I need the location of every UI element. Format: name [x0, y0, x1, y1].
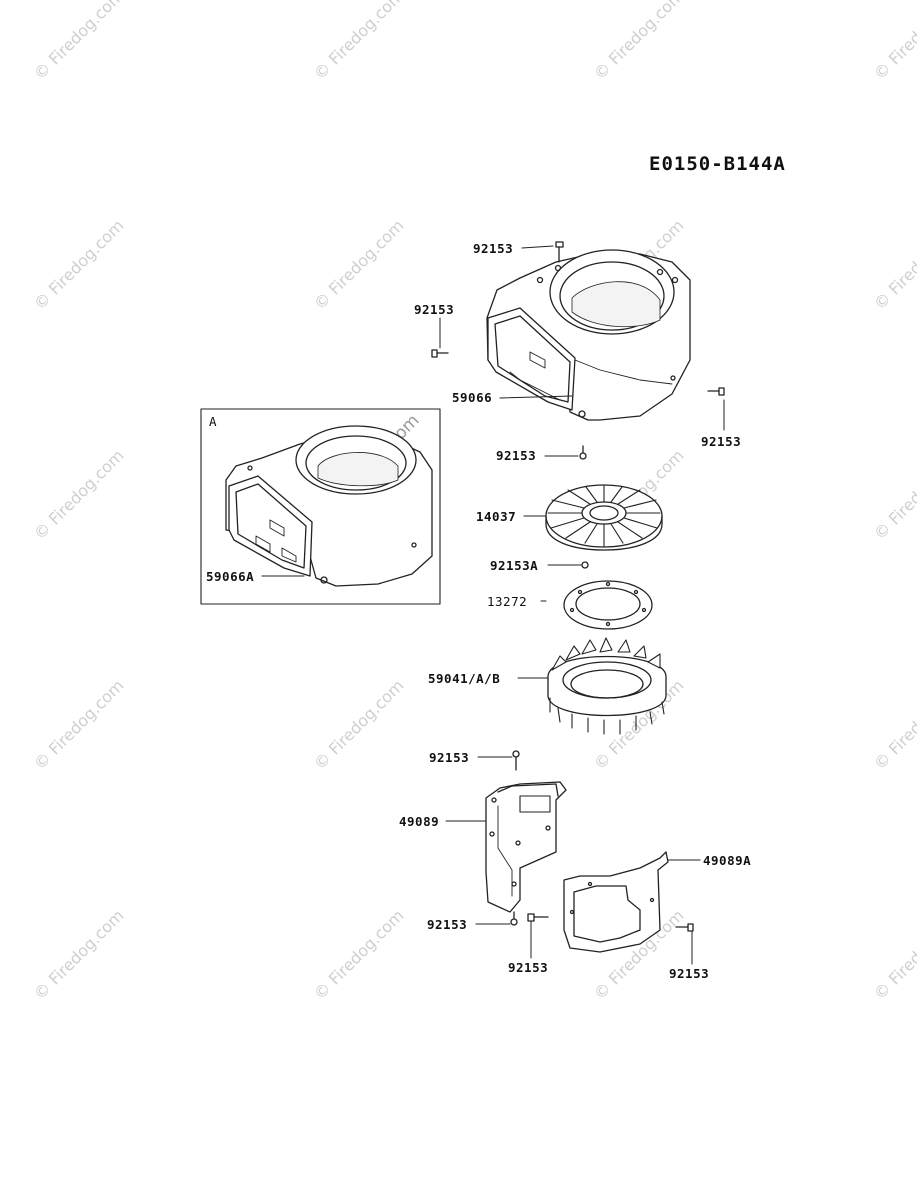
- fan-screen-14037: [545, 484, 663, 551]
- cooling-shroud-59066: [486, 249, 691, 421]
- part-label-49089A[interactable]: 49089A: [703, 853, 752, 868]
- cooling-shroud-59066A: [225, 425, 433, 587]
- fan-59041: [547, 637, 667, 735]
- part-label-59066A[interactable]: 59066A: [206, 569, 255, 584]
- part-label-92153[interactable]: 92153: [508, 960, 549, 975]
- part-label-92153[interactable]: 92153: [496, 448, 537, 463]
- part-label-92153[interactable]: 92153: [427, 917, 468, 932]
- part-label-49089[interactable]: 49089: [399, 814, 440, 829]
- plate-13272: [563, 580, 653, 630]
- bolts: [431, 241, 725, 932]
- leader-lines: [261, 245, 725, 965]
- part-label-92153A[interactable]: 92153A: [490, 558, 539, 573]
- part-label-92153[interactable]: 92153: [473, 241, 514, 256]
- part-label-13272[interactable]: 13272: [487, 594, 528, 609]
- part-label-92153[interactable]: 92153: [669, 966, 710, 981]
- part-label-92153[interactable]: 92153: [701, 434, 742, 449]
- part-label-92153[interactable]: 92153: [414, 302, 455, 317]
- guard-49089A: [563, 851, 669, 953]
- inset-label: A: [209, 414, 218, 429]
- part-label-92153[interactable]: 92153: [429, 750, 470, 765]
- part-label-14037[interactable]: 14037: [476, 509, 517, 524]
- guard-49089: [485, 781, 567, 913]
- part-label-59066[interactable]: 59066: [452, 390, 493, 405]
- inset-frame: [200, 408, 441, 605]
- part-label-59041[interactable]: 59041/A/B: [428, 671, 501, 686]
- diagram-code: E0150-B144A: [649, 153, 786, 175]
